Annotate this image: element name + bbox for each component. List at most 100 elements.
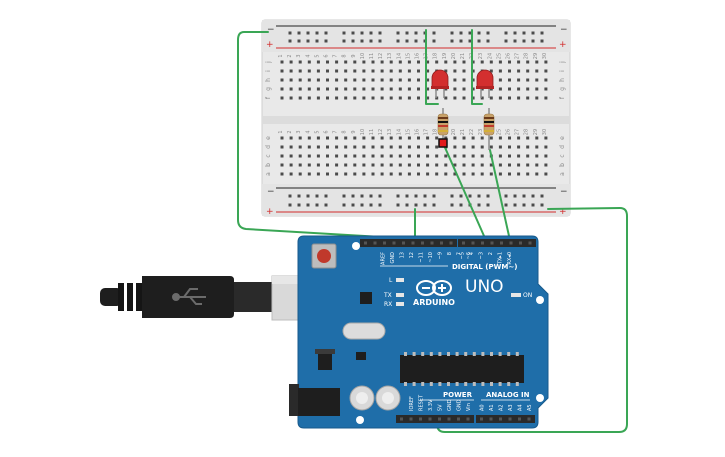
digital-header-a-pin[interactable] xyxy=(383,241,386,245)
breadboard-hole[interactable] xyxy=(544,136,548,140)
breadboard-hole[interactable] xyxy=(444,96,448,100)
breadboard-hole[interactable] xyxy=(426,78,430,82)
breadboard-hole[interactable] xyxy=(344,69,348,73)
breadboard-hole[interactable] xyxy=(489,69,493,73)
breadboard-hole[interactable] xyxy=(280,60,284,64)
rail-hole[interactable] xyxy=(396,194,400,198)
rail-hole[interactable] xyxy=(315,203,319,207)
breadboard-hole[interactable] xyxy=(407,163,411,167)
rail-hole[interactable] xyxy=(468,31,472,35)
breadboard-hole[interactable] xyxy=(489,96,493,100)
breadboard-hole[interactable] xyxy=(508,145,511,149)
power-header-pin[interactable] xyxy=(438,417,441,421)
power-header-pin[interactable] xyxy=(457,417,460,421)
breadboard-hole[interactable] xyxy=(417,163,420,167)
breadboard-hole[interactable] xyxy=(298,145,302,149)
breadboard-hole[interactable] xyxy=(417,172,420,176)
breadboard-hole[interactable] xyxy=(544,87,548,91)
breadboard-hole[interactable] xyxy=(316,154,320,158)
rail-hole[interactable] xyxy=(540,203,544,207)
breadboard-hole[interactable] xyxy=(471,154,475,158)
breadboard-hole[interactable] xyxy=(426,69,430,73)
wire-rail-to-analog-side[interactable] xyxy=(436,207,628,433)
breadboard-hole[interactable] xyxy=(298,172,302,176)
rail-hole[interactable] xyxy=(342,203,346,207)
breadboard-hole[interactable] xyxy=(407,172,411,176)
rail-hole[interactable] xyxy=(405,203,409,207)
breadboard-hole[interactable] xyxy=(344,163,348,167)
rail-hole[interactable] xyxy=(324,31,328,35)
breadboard-hole[interactable] xyxy=(289,78,293,82)
breadboard-hole[interactable] xyxy=(289,60,293,64)
rail-hole[interactable] xyxy=(486,203,490,207)
rail-hole[interactable] xyxy=(414,39,418,43)
breadboard-hole[interactable] xyxy=(353,78,357,82)
breadboard-hole[interactable] xyxy=(307,78,311,82)
breadboard-hole[interactable] xyxy=(326,163,329,167)
breadboard-hole[interactable] xyxy=(398,69,402,73)
breadboard-hole[interactable] xyxy=(471,69,475,73)
breadboard-hole[interactable] xyxy=(316,78,320,82)
breadboard-hole[interactable] xyxy=(289,154,293,158)
breadboard-hole[interactable] xyxy=(380,145,384,149)
breadboard-hole[interactable] xyxy=(407,60,411,64)
breadboard-hole[interactable] xyxy=(307,87,311,91)
digital-header-b-pin[interactable] xyxy=(481,241,484,245)
breadboard-hole[interactable] xyxy=(371,154,375,158)
breadboard-hole[interactable] xyxy=(444,60,448,64)
breadboard-hole[interactable] xyxy=(380,172,384,176)
reset-button[interactable] xyxy=(311,243,337,269)
breadboard-hole[interactable] xyxy=(307,163,311,167)
breadboard-hole[interactable] xyxy=(280,136,284,140)
analog-header-pin[interactable] xyxy=(480,417,483,421)
breadboard-hole[interactable] xyxy=(517,96,521,100)
rail-hole[interactable] xyxy=(306,31,310,35)
breadboard-hole[interactable] xyxy=(535,87,539,91)
breadboard-hole[interactable] xyxy=(407,145,411,149)
rail-hole[interactable] xyxy=(540,31,544,35)
breadboard-hole[interactable] xyxy=(389,136,393,140)
breadboard-hole[interactable] xyxy=(462,154,466,158)
digital-header-b-pin[interactable] xyxy=(462,241,465,245)
rail-hole[interactable] xyxy=(522,194,526,198)
breadboard-hole[interactable] xyxy=(344,136,348,140)
rail-hole[interactable] xyxy=(351,31,355,35)
breadboard-hole[interactable] xyxy=(453,96,457,100)
breadboard-hole[interactable] xyxy=(508,154,511,158)
breadboard-hole[interactable] xyxy=(389,96,393,100)
breadboard-hole[interactable] xyxy=(526,163,530,167)
rail-hole[interactable] xyxy=(540,194,544,198)
breadboard-hole[interactable] xyxy=(316,136,320,140)
breadboard-hole[interactable] xyxy=(389,145,393,149)
rail-hole[interactable] xyxy=(522,203,526,207)
rail-hole[interactable] xyxy=(351,194,355,198)
breadboard-hole[interactable] xyxy=(535,136,539,140)
breadboard-hole[interactable] xyxy=(544,163,548,167)
breadboard-hole[interactable] xyxy=(444,69,448,73)
breadboard-hole[interactable] xyxy=(398,136,402,140)
breadboard-hole[interactable] xyxy=(444,172,448,176)
rail-hole[interactable] xyxy=(423,194,427,198)
breadboard-hole[interactable] xyxy=(471,163,475,167)
breadboard-hole[interactable] xyxy=(298,87,302,91)
rail-hole[interactable] xyxy=(423,203,427,207)
breadboard-hole[interactable] xyxy=(326,172,329,176)
rail-hole[interactable] xyxy=(513,194,517,198)
breadboard-hole[interactable] xyxy=(398,172,402,176)
rail-hole[interactable] xyxy=(351,203,355,207)
breadboard-hole[interactable] xyxy=(544,172,548,176)
breadboard-hole[interactable] xyxy=(389,60,393,64)
breadboard-hole[interactable] xyxy=(544,96,548,100)
breadboard-hole[interactable] xyxy=(380,163,384,167)
breadboard-hole[interactable] xyxy=(453,154,457,158)
breadboard-hole[interactable] xyxy=(444,136,448,140)
breadboard-hole[interactable] xyxy=(489,136,493,140)
digital-header[interactable] xyxy=(360,239,536,247)
digital-header-a-pin[interactable] xyxy=(421,241,424,245)
breadboard-hole[interactable] xyxy=(535,60,539,64)
rail-hole[interactable] xyxy=(414,203,418,207)
breadboard-hole[interactable] xyxy=(398,78,402,82)
rail-hole[interactable] xyxy=(432,203,436,207)
breadboard-hole[interactable] xyxy=(462,96,466,100)
rail-hole[interactable] xyxy=(342,31,346,35)
